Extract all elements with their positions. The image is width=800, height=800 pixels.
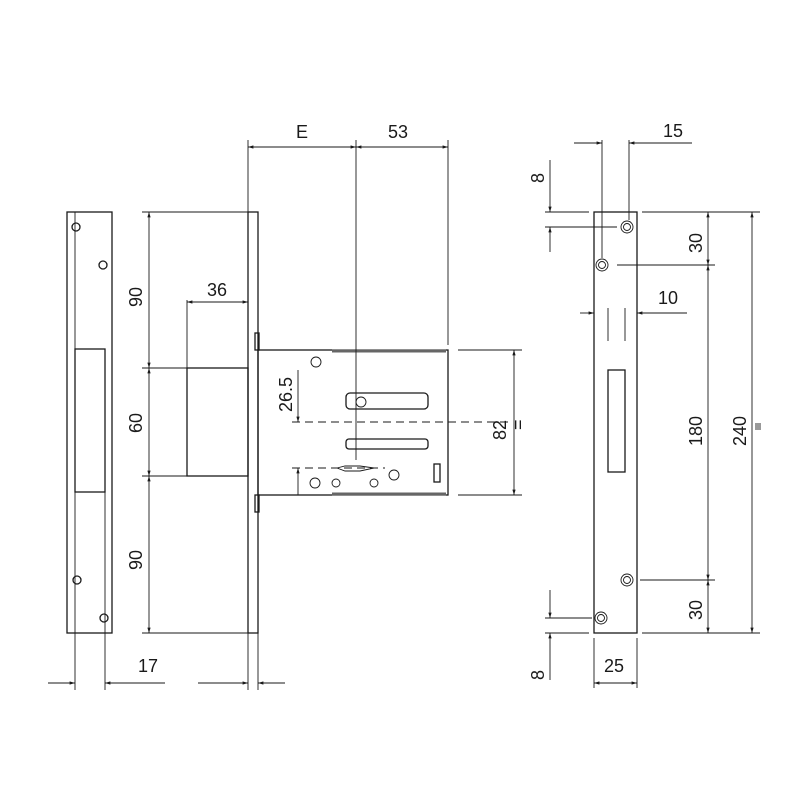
dim-82: 82 (490, 420, 510, 440)
strike-plate-view: 15 8 10 30 180 30 240 8 25 (528, 121, 761, 688)
dim-e: E (296, 122, 308, 142)
dim-8-top: 8 (528, 173, 548, 183)
dim-30-top: 30 (686, 233, 706, 253)
dim-26-5: 26.5 (276, 377, 296, 412)
dim-180: 180 (686, 416, 706, 446)
dim-90-top: 90 (126, 287, 146, 307)
dim-15: 15 (663, 121, 683, 141)
lock-side-view: E 53 36 90 60 90 26.5 82 = (126, 122, 528, 690)
dim-240: 240 (730, 416, 750, 446)
dim-10: 10 (658, 288, 678, 308)
dim-90-bottom: 90 (126, 550, 146, 570)
faceplate-front-view: 17 (48, 211, 165, 690)
dim-8-bottom: 8 (528, 670, 548, 680)
dim-25: 25 (604, 656, 624, 676)
equal-mark: = (508, 419, 528, 430)
dim-36: 36 (207, 280, 227, 300)
dim-17: 17 (138, 656, 158, 676)
dim-60: 60 (126, 413, 146, 433)
dim-53: 53 (388, 122, 408, 142)
dim-30-bottom: 30 (686, 600, 706, 620)
